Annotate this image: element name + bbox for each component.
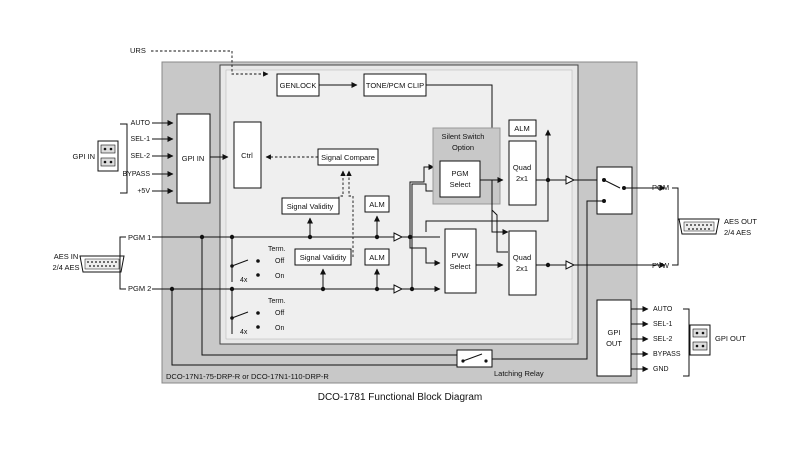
silent-switch-label-1: Silent Switch <box>442 132 485 141</box>
alm-3-label: ALM <box>514 124 529 133</box>
pvw-select-label-1: PVW <box>451 251 469 260</box>
genlock-label: GENLOCK <box>280 81 317 90</box>
signal-validity-2-block <box>294 248 352 266</box>
gpi-out-connector-label: GPI OUT <box>715 334 746 343</box>
svg-text:BYPASS: BYPASS <box>653 351 681 358</box>
svg-text:Term.: Term. <box>268 298 286 305</box>
aes-out-label-2: 2/4 AES <box>724 228 751 237</box>
svg-text:GND: GND <box>653 366 669 373</box>
svg-text:SEL-2: SEL-2 <box>653 336 673 343</box>
out-pgm-label: PGM <box>652 183 669 192</box>
silent-switch-label-2: Option <box>452 143 474 152</box>
svg-text:On: On <box>275 273 284 280</box>
aes-out-label-1: AES OUT <box>724 217 757 226</box>
svg-text:+5V: +5V <box>137 188 150 195</box>
board-label: DCO-17N1-75-DRP-R or DCO-17N1-110-DRP-R <box>166 372 329 381</box>
svg-text:Off: Off <box>275 310 284 317</box>
pgm-select-label-2: Select <box>450 180 472 189</box>
signal-validity-1-block <box>281 197 340 215</box>
quad-bottom-label-1: Quad <box>513 253 531 262</box>
svg-text:On: On <box>275 325 284 332</box>
termination-switch-1: Term. Off On 4x <box>230 237 286 284</box>
svg-text:BYPASS: BYPASS <box>123 171 151 178</box>
alm-3-block <box>508 119 537 137</box>
svg-text:AUTO: AUTO <box>653 306 673 313</box>
gpi-in-block <box>176 113 211 204</box>
svg-text:4x: 4x <box>240 329 248 336</box>
latching-relay-block <box>456 349 493 368</box>
signal-compare-label: Signal Compare <box>321 153 375 162</box>
output-relay-block <box>596 166 633 215</box>
svg-text:AUTO: AUTO <box>131 120 151 127</box>
svg-text:SEL-2: SEL-2 <box>131 153 151 160</box>
gpi-out-block <box>596 299 632 377</box>
signal-validity-2-label: Signal Validity <box>300 253 347 262</box>
gpi-output-lines: AUTO SEL-1 SEL-2 BYPASS GND <box>631 306 681 373</box>
gpi-in-block-label: GPI IN <box>182 154 205 163</box>
pgm-select-label-1: PGM <box>451 169 468 178</box>
signal-compare-block <box>317 148 379 166</box>
alm-2-block <box>364 248 390 266</box>
pgm2-label: PGM 2 <box>128 284 151 293</box>
gpi-out-label-2: OUT <box>606 339 622 348</box>
diagram-caption: DCO-1781 Functional Block Diagram <box>318 392 483 403</box>
aes-in-label-1: AES IN <box>54 252 79 261</box>
urs-label: URS <box>130 46 146 55</box>
svg-text:SEL-1: SEL-1 <box>653 321 673 328</box>
gpi-in-connector-label: GPI IN <box>72 152 95 161</box>
aes-in-label-2: 2/4 AES <box>52 263 79 272</box>
svg-text:4x: 4x <box>240 277 248 284</box>
quad-top-label-2: 2x1 <box>516 174 528 183</box>
alm-1-label: ALM <box>369 200 384 209</box>
quad-bottom-label-2: 2x1 <box>516 264 528 273</box>
pgm1-label: PGM 1 <box>128 233 151 242</box>
svg-text:Off: Off <box>275 258 284 265</box>
quad-bottom-block <box>508 230 537 296</box>
pvw-select-label-2: Select <box>450 262 472 271</box>
pgm-select-block <box>439 160 481 198</box>
quad-top-label-1: Quad <box>513 163 531 172</box>
latching-relay-label: Latching Relay <box>494 369 544 378</box>
quad-top-block <box>508 140 537 206</box>
svg-text:Term.: Term. <box>268 246 286 253</box>
ctrl-label: Ctrl <box>241 151 253 160</box>
tone-clip-label: TONE/PCM CLIP <box>366 81 424 90</box>
gpi-input-lines: AUTO SEL-1 SEL-2 BYPASS +5V <box>123 120 174 195</box>
termination-switch-2: Term. Off On 4x <box>230 289 286 336</box>
ctrl-block <box>233 121 262 189</box>
pvw-select-block <box>444 228 477 294</box>
signal-validity-1-label: Signal Validity <box>287 202 334 211</box>
gpi-out-label-1: GPI <box>608 328 621 337</box>
svg-text:SEL-1: SEL-1 <box>131 136 151 143</box>
alm-1-block <box>364 195 390 213</box>
alm-2-label: ALM <box>369 253 384 262</box>
out-pvw-label: PVW <box>652 261 670 270</box>
